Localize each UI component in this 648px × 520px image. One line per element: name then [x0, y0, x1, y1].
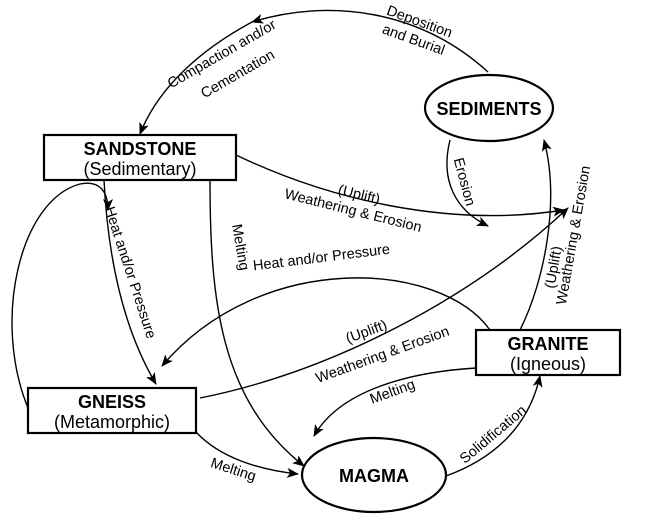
label-gneiss-melting: Melting: [209, 455, 258, 485]
granite-title: GRANITE: [508, 334, 589, 354]
node-granite: GRANITE (Igneous): [474, 328, 622, 377]
edge-gneiss-loop-to-sandstone: [11, 182, 113, 409]
granite-subtitle: (Igneous): [510, 354, 586, 374]
label-sandstone-melting: Melting: [228, 223, 252, 272]
edge-granite-weathering: [519, 139, 552, 331]
edge-sandstone-weathering: [235, 154, 565, 217]
magma-title: MAGMA: [339, 466, 409, 486]
edge-solidification: [445, 375, 543, 477]
edge-gneiss-melting: [195, 431, 299, 478]
edge-granite-melting: [313, 367, 477, 437]
edge-deposition-burial: [251, 9, 489, 73]
sandstone-subtitle: (Sedimentary): [83, 159, 196, 179]
label-granite-uplift: (Uplift): [542, 245, 565, 290]
label-sandstone-heat-pressure: Heat and/or Pressure: [101, 205, 159, 341]
edge-gneiss-weathering: [199, 207, 569, 399]
label-granite-heat-pressure: Heat and/or Pressure: [252, 242, 391, 275]
node-sediments: SEDIMENTS: [423, 73, 555, 143]
edge-compaction-cementation: [139, 21, 253, 135]
sandstone-title: SANDSTONE: [84, 139, 197, 159]
edge-sandstone-melting: [209, 179, 305, 467]
node-gneiss: GNEISS (Metamorphic): [26, 386, 198, 435]
gneiss-subtitle: (Metamorphic): [54, 412, 170, 432]
node-sandstone: SANDSTONE (Sedimentary): [42, 133, 238, 182]
gneiss-title: GNEISS: [78, 392, 146, 412]
label-erosion: Erosion: [450, 156, 478, 208]
edge-sediments-erosion: [446, 139, 489, 227]
sediments-title: SEDIMENTS: [436, 99, 541, 119]
node-magma: MAGMA: [300, 436, 448, 514]
edge-granite-heat-pressure: [161, 277, 491, 367]
label-solidification: Solidification: [457, 403, 530, 468]
label-granite-weathering: Weathering & Erosion: [554, 165, 594, 306]
